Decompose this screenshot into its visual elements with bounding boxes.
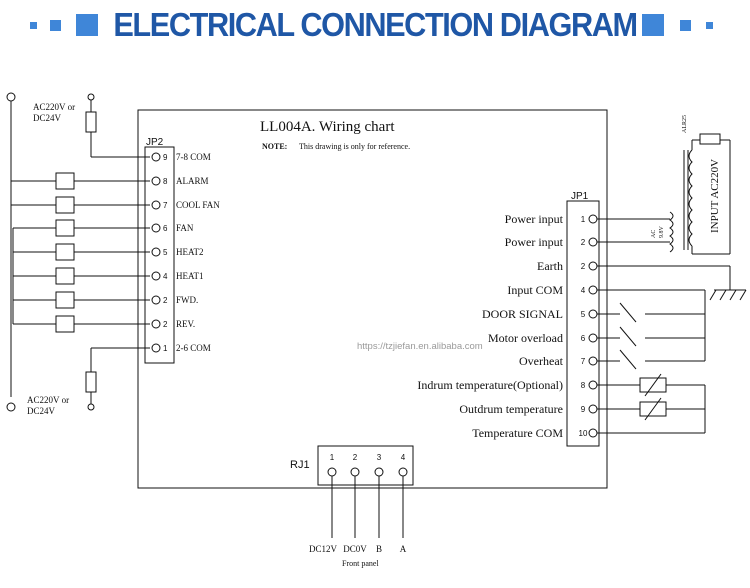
supply-terminal [6, 92, 16, 102]
jp2-pin-number: 1 [163, 344, 168, 353]
jp2-pin-number: 7 [163, 201, 168, 210]
supply-label-top: AC220V or [33, 102, 75, 112]
jp1-pin-label: Input COM [507, 283, 563, 297]
rj1-block [317, 445, 414, 486]
note-label: NOTE: [262, 142, 287, 151]
jp1-pin-label: Power input [505, 235, 564, 249]
relay-coil [55, 243, 75, 261]
jp1-label: JP1 [571, 191, 589, 202]
jp1-pin-number: 6 [581, 334, 586, 343]
jp1-pin-number: 1 [581, 215, 586, 224]
jp2-pin-number: 9 [163, 153, 168, 162]
transformer-label: INPUT AC220V [709, 159, 721, 233]
relay-coil [55, 315, 75, 333]
transformer-top-label: ALR25 [682, 115, 688, 133]
fuse [85, 371, 97, 393]
jp2-pin-label: ALARM [176, 176, 209, 186]
chart-title: LL004A. Wiring chart [260, 119, 395, 135]
jp2-pin-label: HEAT2 [176, 247, 204, 257]
jp2-pin-number: 8 [163, 177, 168, 186]
controller-board [137, 109, 608, 489]
jp2-pin-number: 2 [163, 296, 168, 305]
supply-terminal [87, 403, 95, 411]
jp1-pin-number: 2 [581, 262, 586, 271]
jp2-block [144, 146, 175, 364]
note-text: This drawing is only for reference. [299, 142, 410, 151]
jp1-pin-number: 8 [581, 381, 586, 390]
jp2-pin-label: FAN [176, 223, 194, 233]
jp1-pin-number: 4 [581, 286, 586, 295]
rj1-pin-number: 1 [330, 453, 335, 462]
transformer-fuse [699, 133, 721, 145]
rj1-pin-number: 2 [353, 453, 358, 462]
decor-square [50, 20, 61, 31]
supply-label-top: DC24V [33, 113, 62, 123]
jp1-pin-label: Earth [537, 259, 563, 273]
decor-square [642, 14, 664, 36]
relay-coil [55, 291, 75, 309]
jp2-pin-label: 7-8 COM [176, 152, 211, 162]
jp1-pin-label: Power input [505, 212, 564, 226]
jp1-pin-label: DOOR SIGNAL [482, 307, 563, 321]
decor-square [680, 20, 691, 31]
jp1-pin-number: 9 [581, 405, 586, 414]
supply-terminal [6, 402, 16, 412]
jp2-pin-label: 2-6 COM [176, 343, 211, 353]
rj1-signal-label: A [400, 544, 407, 554]
jp2-pin-label: REV. [176, 319, 195, 329]
transformer-secondary: AC [651, 230, 657, 238]
fuse [85, 111, 97, 133]
rj1-label: RJ1 [290, 459, 310, 471]
page-title: ELECTRICAL CONNECTION DIAGRAM [113, 6, 638, 43]
jp2-pin-label: HEAT1 [176, 271, 204, 281]
relay-coil [55, 267, 75, 285]
header-banner: ELECTRICAL CONNECTION DIAGRAM [0, 0, 750, 52]
relay-coil [55, 196, 75, 214]
jp2-pin-number: 2 [163, 320, 168, 329]
jp1-pin-label: Temperature COM [472, 426, 563, 440]
jp1-pin-label: Outdrum temperature [459, 402, 563, 416]
jp1-pin-number: 10 [579, 429, 588, 438]
jp1-pin-label: Motor overload [488, 331, 563, 345]
jp2-pin-number: 5 [163, 248, 168, 257]
jp1-pin-number: 5 [581, 310, 586, 319]
jp1-pin-label: Overheat [519, 354, 564, 368]
decor-square [76, 14, 98, 36]
jp1-pin-number: 7 [581, 357, 586, 366]
jp2-pin-number: 6 [163, 224, 168, 233]
jp1-pin-label: Indrum temperature(Optional) [417, 378, 563, 392]
jp2-label: JP2 [146, 137, 164, 148]
supply-label-bottom: AC220V or [27, 395, 69, 405]
front-panel-label: Front panel [342, 559, 379, 568]
watermark: https://tzjiefan.en.alibaba.com [357, 341, 483, 352]
jp2-pin-number: 4 [163, 272, 168, 281]
transformer-secondary: 9.8V [659, 226, 665, 239]
jp2-pin-label: COOL FAN [176, 200, 220, 210]
decor-square [30, 22, 37, 29]
supply-label-bottom: DC24V [27, 406, 56, 416]
jp1-pin-number: 2 [581, 238, 586, 247]
supply-terminal [87, 93, 95, 101]
relay-coil [55, 172, 75, 190]
rj1-signal-label: DC12V [309, 544, 338, 554]
relay-coil [55, 219, 75, 237]
rj1-pin-number: 4 [401, 453, 406, 462]
jp1-block [566, 200, 600, 447]
decor-square [706, 22, 713, 29]
rj1-signal-label: B [376, 544, 382, 554]
jp2-pin-label: FWD. [176, 295, 198, 305]
rj1-signal-label: DC0V [343, 544, 367, 554]
rj1-pin-number: 3 [377, 453, 382, 462]
